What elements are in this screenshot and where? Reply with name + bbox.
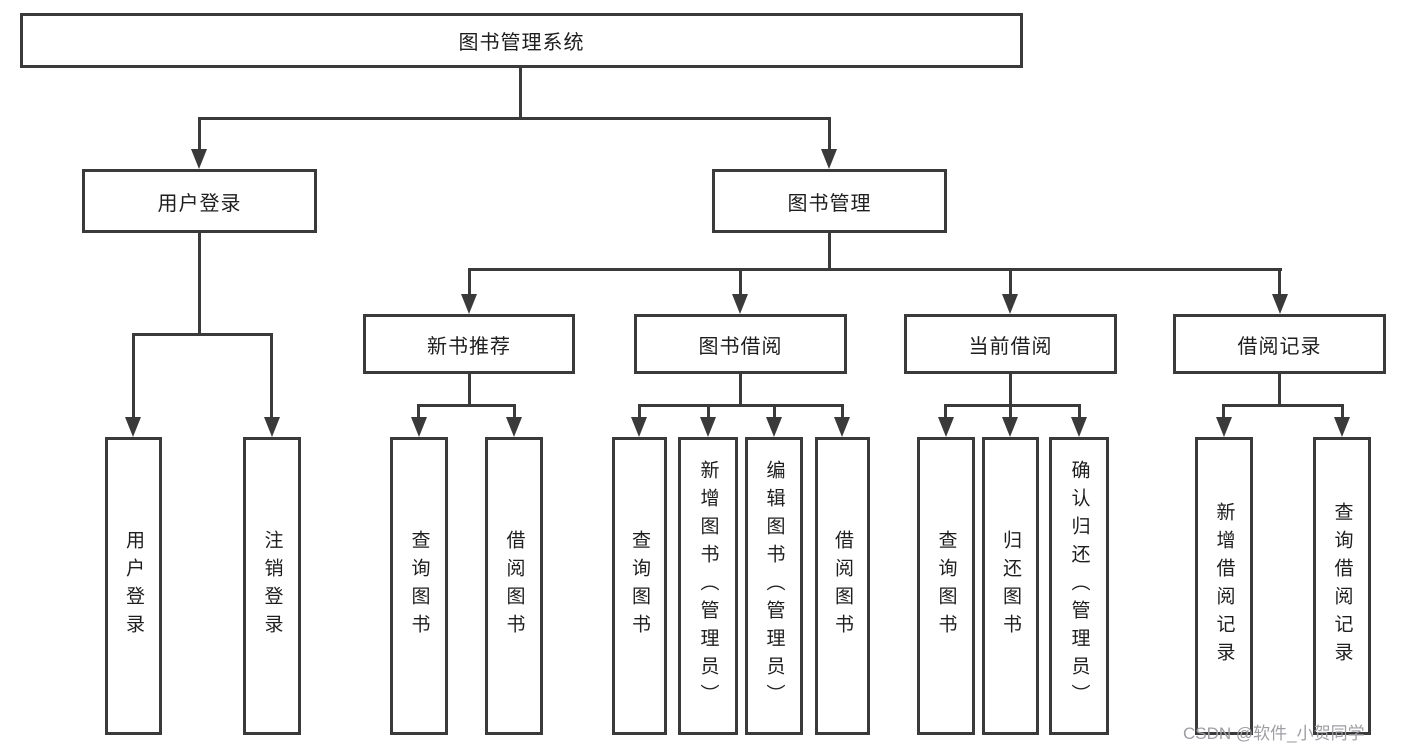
connector-line	[270, 333, 273, 419]
node-user-login-label: 用户登录	[157, 192, 242, 215]
connector-line	[739, 374, 742, 406]
node-book-management-label: 图书管理	[787, 192, 872, 215]
connector-line	[1278, 374, 1281, 406]
connector-line	[468, 268, 471, 296]
leaf-confirm-return-admin: 确认归还（管理员）	[1049, 437, 1109, 735]
arrowhead-down-icon	[821, 149, 837, 169]
arrowhead-down-icon	[631, 417, 647, 437]
node-new-book-recommend: 新书推荐	[363, 314, 575, 374]
arrowhead-down-icon	[1334, 417, 1350, 437]
leaf-label: 新增借阅记录	[1213, 502, 1235, 670]
node-borrow-records: 借阅记录	[1173, 314, 1386, 374]
arrowhead-down-icon	[766, 417, 782, 437]
leaf-label: 查询图书	[408, 530, 430, 642]
leaf-add-borrow-record: 新增借阅记录	[1195, 437, 1253, 735]
connector-line	[513, 404, 516, 419]
leaf-label: 确认归还（管理员）	[1068, 460, 1090, 712]
arrowhead-down-icon	[1002, 294, 1018, 314]
leaf-query-books-recommend: 查询图书	[390, 437, 448, 735]
arrowhead-down-icon	[411, 417, 427, 437]
arrowhead-down-icon	[1071, 417, 1087, 437]
leaf-borrow-books-recommend: 借阅图书	[485, 437, 543, 735]
connector-line	[1009, 374, 1012, 406]
connector-line	[198, 233, 201, 336]
node-root: 图书管理系统	[20, 13, 1023, 68]
leaf-label: 新增图书（管理员）	[697, 460, 719, 712]
arrowhead-down-icon	[125, 417, 141, 437]
arrowhead-down-icon	[506, 417, 522, 437]
arrowhead-down-icon	[732, 294, 748, 314]
node-current-borrow-label: 当前借阅	[968, 335, 1053, 358]
leaf-add-book-admin: 新增图书（管理员）	[678, 437, 738, 735]
node-book-management: 图书管理	[712, 169, 947, 233]
connector-line	[1222, 404, 1225, 419]
connector-line	[468, 268, 1282, 271]
node-root-label: 图书管理系统	[458, 32, 585, 54]
leaf-label: 查询图书	[629, 530, 650, 642]
leaf-label: 编辑图书（管理员）	[763, 460, 785, 712]
leaf-label: 借阅图书	[832, 530, 853, 642]
watermark: CSDN @软件_小贺同学	[1183, 724, 1365, 743]
connector-line	[944, 404, 1081, 407]
node-user-login: 用户登录	[82, 169, 317, 233]
connector-line	[1009, 268, 1012, 296]
leaf-query-books-current: 查询图书	[917, 437, 975, 735]
connector-line	[198, 117, 201, 152]
arrowhead-down-icon	[1272, 294, 1288, 314]
leaf-label: 借阅图书	[503, 530, 525, 642]
node-book-borrow-label: 图书借阅	[698, 335, 783, 358]
leaf-edit-book-admin: 编辑图书（管理员）	[745, 437, 803, 735]
connector-line	[828, 233, 831, 271]
connector-line	[132, 333, 273, 336]
leaf-query-borrow-record: 查询借阅记录	[1313, 437, 1371, 735]
connector-line	[132, 333, 135, 419]
leaf-logout: 注销登录	[243, 437, 301, 735]
connector-line	[828, 117, 831, 152]
connector-line	[638, 404, 641, 419]
arrowhead-down-icon	[1216, 417, 1232, 437]
connector-line	[1341, 404, 1344, 419]
leaf-borrow-books-borrow: 借阅图书	[815, 437, 870, 735]
leaf-query-books-borrow: 查询图书	[612, 437, 667, 735]
connector-line	[739, 268, 742, 296]
connector-line	[1222, 404, 1344, 407]
leaf-label: 用户登录	[123, 530, 144, 642]
leaf-user-login: 用户登录	[105, 437, 162, 735]
connector-line	[1009, 404, 1012, 419]
leaf-label: 归还图书	[1000, 530, 1021, 642]
arrowhead-down-icon	[834, 417, 850, 437]
connector-line	[841, 404, 844, 419]
connector-line	[773, 404, 776, 419]
node-new-book-recommend-label: 新书推荐	[427, 335, 511, 358]
node-current-borrow: 当前借阅	[904, 314, 1117, 374]
leaf-label: 注销登录	[261, 530, 283, 642]
node-borrow-records-label: 借阅记录	[1237, 335, 1322, 358]
arrowhead-down-icon	[1002, 417, 1018, 437]
arrowhead-down-icon	[264, 417, 280, 437]
connector-line	[468, 374, 471, 406]
connector-line	[417, 404, 516, 407]
connector-line	[638, 404, 844, 407]
arrowhead-down-icon	[700, 417, 716, 437]
arrowhead-down-icon	[191, 149, 207, 169]
connector-line	[417, 404, 420, 419]
arrowhead-down-icon	[938, 417, 954, 437]
leaf-return-book: 归还图书	[982, 437, 1039, 735]
connector-line	[1278, 268, 1281, 296]
connector-line	[198, 117, 831, 120]
connector-line	[519, 68, 522, 120]
node-book-borrow: 图书借阅	[634, 314, 847, 374]
connector-line	[707, 404, 710, 419]
connector-line	[944, 404, 947, 419]
connector-line	[1078, 404, 1081, 419]
arrowhead-down-icon	[461, 294, 477, 314]
leaf-label: 查询图书	[935, 530, 957, 642]
leaf-label: 查询借阅记录	[1331, 502, 1353, 670]
